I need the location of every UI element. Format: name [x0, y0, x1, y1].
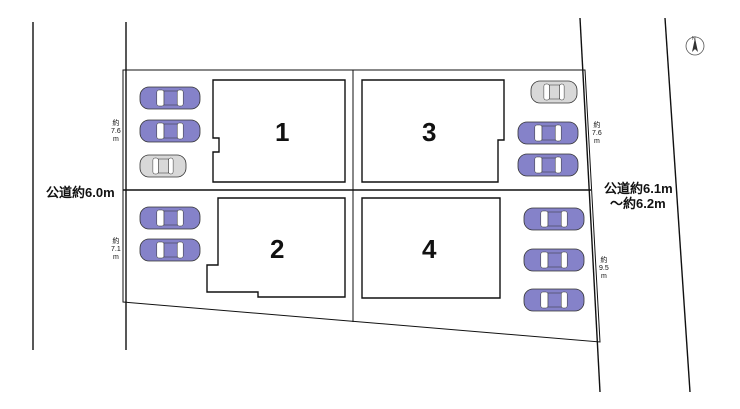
- compass-icon: N: [685, 36, 705, 56]
- car-icon: [139, 86, 201, 110]
- lot-number-3: 3: [422, 117, 437, 147]
- lot-number-2: 2: [270, 234, 285, 264]
- car-icon: [139, 206, 201, 230]
- building-3: [361, 79, 505, 183]
- east-road-edge: [664, 17, 691, 393]
- car-gray-icon: [139, 154, 187, 178]
- site-boundary: [122, 69, 601, 343]
- svg-text:N: N: [692, 36, 696, 42]
- car-icon: [517, 153, 579, 177]
- lot-number-4: 4: [422, 234, 437, 264]
- car-icon: [523, 288, 585, 312]
- car-gray-icon: [530, 80, 578, 104]
- east-road-edge-inner: [579, 17, 601, 393]
- building-1: [212, 79, 346, 183]
- car-icon: [139, 119, 201, 143]
- lot-number-1: 1: [275, 117, 290, 147]
- car-icon: [139, 238, 201, 262]
- car-icon: [517, 121, 579, 145]
- car-icon: [523, 248, 585, 272]
- building-2: [206, 197, 346, 298]
- building-4: [361, 197, 501, 299]
- car-icon: [523, 207, 585, 231]
- east-road-label-2: ～約6.2m: [610, 196, 666, 211]
- west-road-label: 公道約6.0m: [46, 185, 115, 200]
- east-road-label-1: 公道約6.1m: [604, 181, 673, 196]
